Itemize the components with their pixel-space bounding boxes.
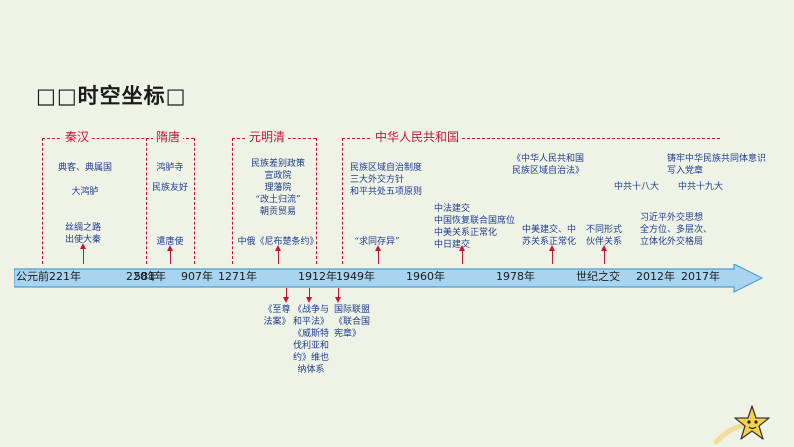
- axis-label: 581年: [134, 270, 166, 283]
- axis-label: 2012年: [636, 270, 675, 283]
- event-label: 中法建交 中国恢复联合国席位 中美关系正常化 中日建交: [434, 204, 516, 250]
- event-label: 中共十九大: [678, 182, 724, 192]
- event-label: 《战争与 和平法》 《威斯特 伐利亚和 约》维也 纳体系: [292, 305, 329, 375]
- event-pointer: [459, 245, 465, 264]
- period-label: 中华人民共和国: [372, 128, 463, 145]
- axis-label: 1949年: [336, 270, 375, 283]
- axis-label: 1271年: [218, 270, 257, 283]
- event-label: 中共十八大: [614, 182, 660, 192]
- event-label: 《中华人民共和国 民族区域自治法》: [512, 154, 585, 176]
- event-pointer: [275, 245, 281, 264]
- period-label: 秦汉: [62, 128, 93, 145]
- axis-label: 2017年: [681, 270, 720, 283]
- period-label: 隋唐: [153, 128, 184, 145]
- axis-label: 907年: [181, 270, 213, 283]
- event-label: 国际联盟 《联合国 宪章》: [334, 305, 371, 339]
- event-pointer: [601, 245, 607, 264]
- event-label: 鸿胪寺: [156, 163, 184, 173]
- event-label: 遣唐使: [156, 237, 184, 247]
- star-mascot-icon: [713, 405, 770, 444]
- event-pointer: [549, 245, 555, 264]
- event-pointer: [306, 288, 312, 303]
- event-label: 民族差别政策 宣政院 理藩院 “改土归流” 朝贡贸易: [250, 159, 305, 217]
- event-label: 民族友好: [151, 183, 188, 193]
- axis-label: 世纪之交: [576, 270, 620, 283]
- axis-label: 1978年: [496, 270, 535, 283]
- event-pointer: [80, 243, 86, 264]
- event-pointer: [335, 288, 341, 303]
- event-label: 丝绸之路 出使大秦: [64, 223, 101, 245]
- axis-label: 公元前221年: [16, 270, 81, 283]
- event-label: 民族区域自治制度 三大外交方针 和平共处五项原则: [350, 163, 423, 197]
- event-pointer: [167, 245, 173, 264]
- event-label: 铸牢中华民族共同体意识 写入党章: [667, 154, 767, 176]
- event-label: “求同存异”: [354, 237, 400, 247]
- event-label: 不同形式 伙伴关系: [586, 225, 623, 247]
- period-label: 元明清: [246, 128, 289, 145]
- event-label: 典客、典属国: [57, 163, 112, 173]
- timeline-axis: [14, 264, 764, 293]
- axis-label: 1960年: [406, 270, 445, 283]
- event-label: 大鸿胪: [71, 187, 99, 197]
- page-title: □□时空坐标□: [36, 84, 187, 108]
- event-pointer: [375, 245, 381, 264]
- event-label: 《至尊 法案》: [263, 305, 291, 327]
- axis-label: 220年: [126, 270, 158, 283]
- event-label: 中美建交、中 苏关系正常化: [522, 225, 577, 247]
- axis-label: 1912年: [298, 270, 337, 283]
- event-label: 中俄《尼布楚条约》: [237, 237, 319, 247]
- event-pointer: [283, 288, 289, 303]
- event-label: 习近平外交思想 全方位、多层次、 立体化外交格局: [640, 213, 713, 247]
